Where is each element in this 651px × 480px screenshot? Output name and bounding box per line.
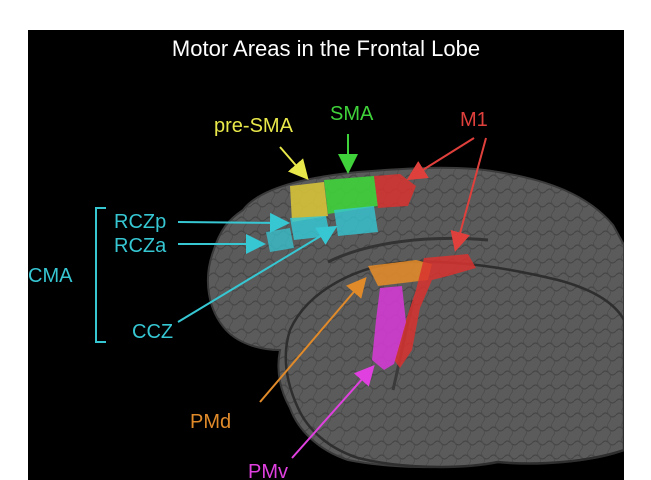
pre-sma-region [290, 182, 328, 222]
pre-sma-label: pre-SMA [214, 115, 294, 137]
ccz-label: CCZ [132, 321, 173, 343]
figure-title: Motor Areas in the Frontal Lobe [28, 36, 624, 62]
rcza-region [266, 228, 294, 252]
pmd-label: PMd [190, 411, 231, 433]
ccz-region [334, 206, 378, 236]
rcza-label: RCZa [114, 235, 167, 257]
rczp-arrow [178, 222, 286, 223]
sma-label: SMA [330, 103, 374, 125]
brain-diagram: pre-SMA SMA M1 RCZp RCZa CMA CCZ PMd PMv [28, 30, 624, 480]
cma-bracket [96, 208, 106, 342]
pre-sma-arrow [280, 147, 306, 177]
cma-label: CMA [28, 265, 73, 287]
pmv-label: PMv [248, 461, 288, 480]
rczp-region [290, 216, 330, 240]
figure-panel: pre-SMA SMA M1 RCZp RCZa CMA CCZ PMd PMv… [28, 30, 624, 480]
rczp-label: RCZp [114, 211, 166, 233]
m1-label: M1 [460, 109, 488, 131]
